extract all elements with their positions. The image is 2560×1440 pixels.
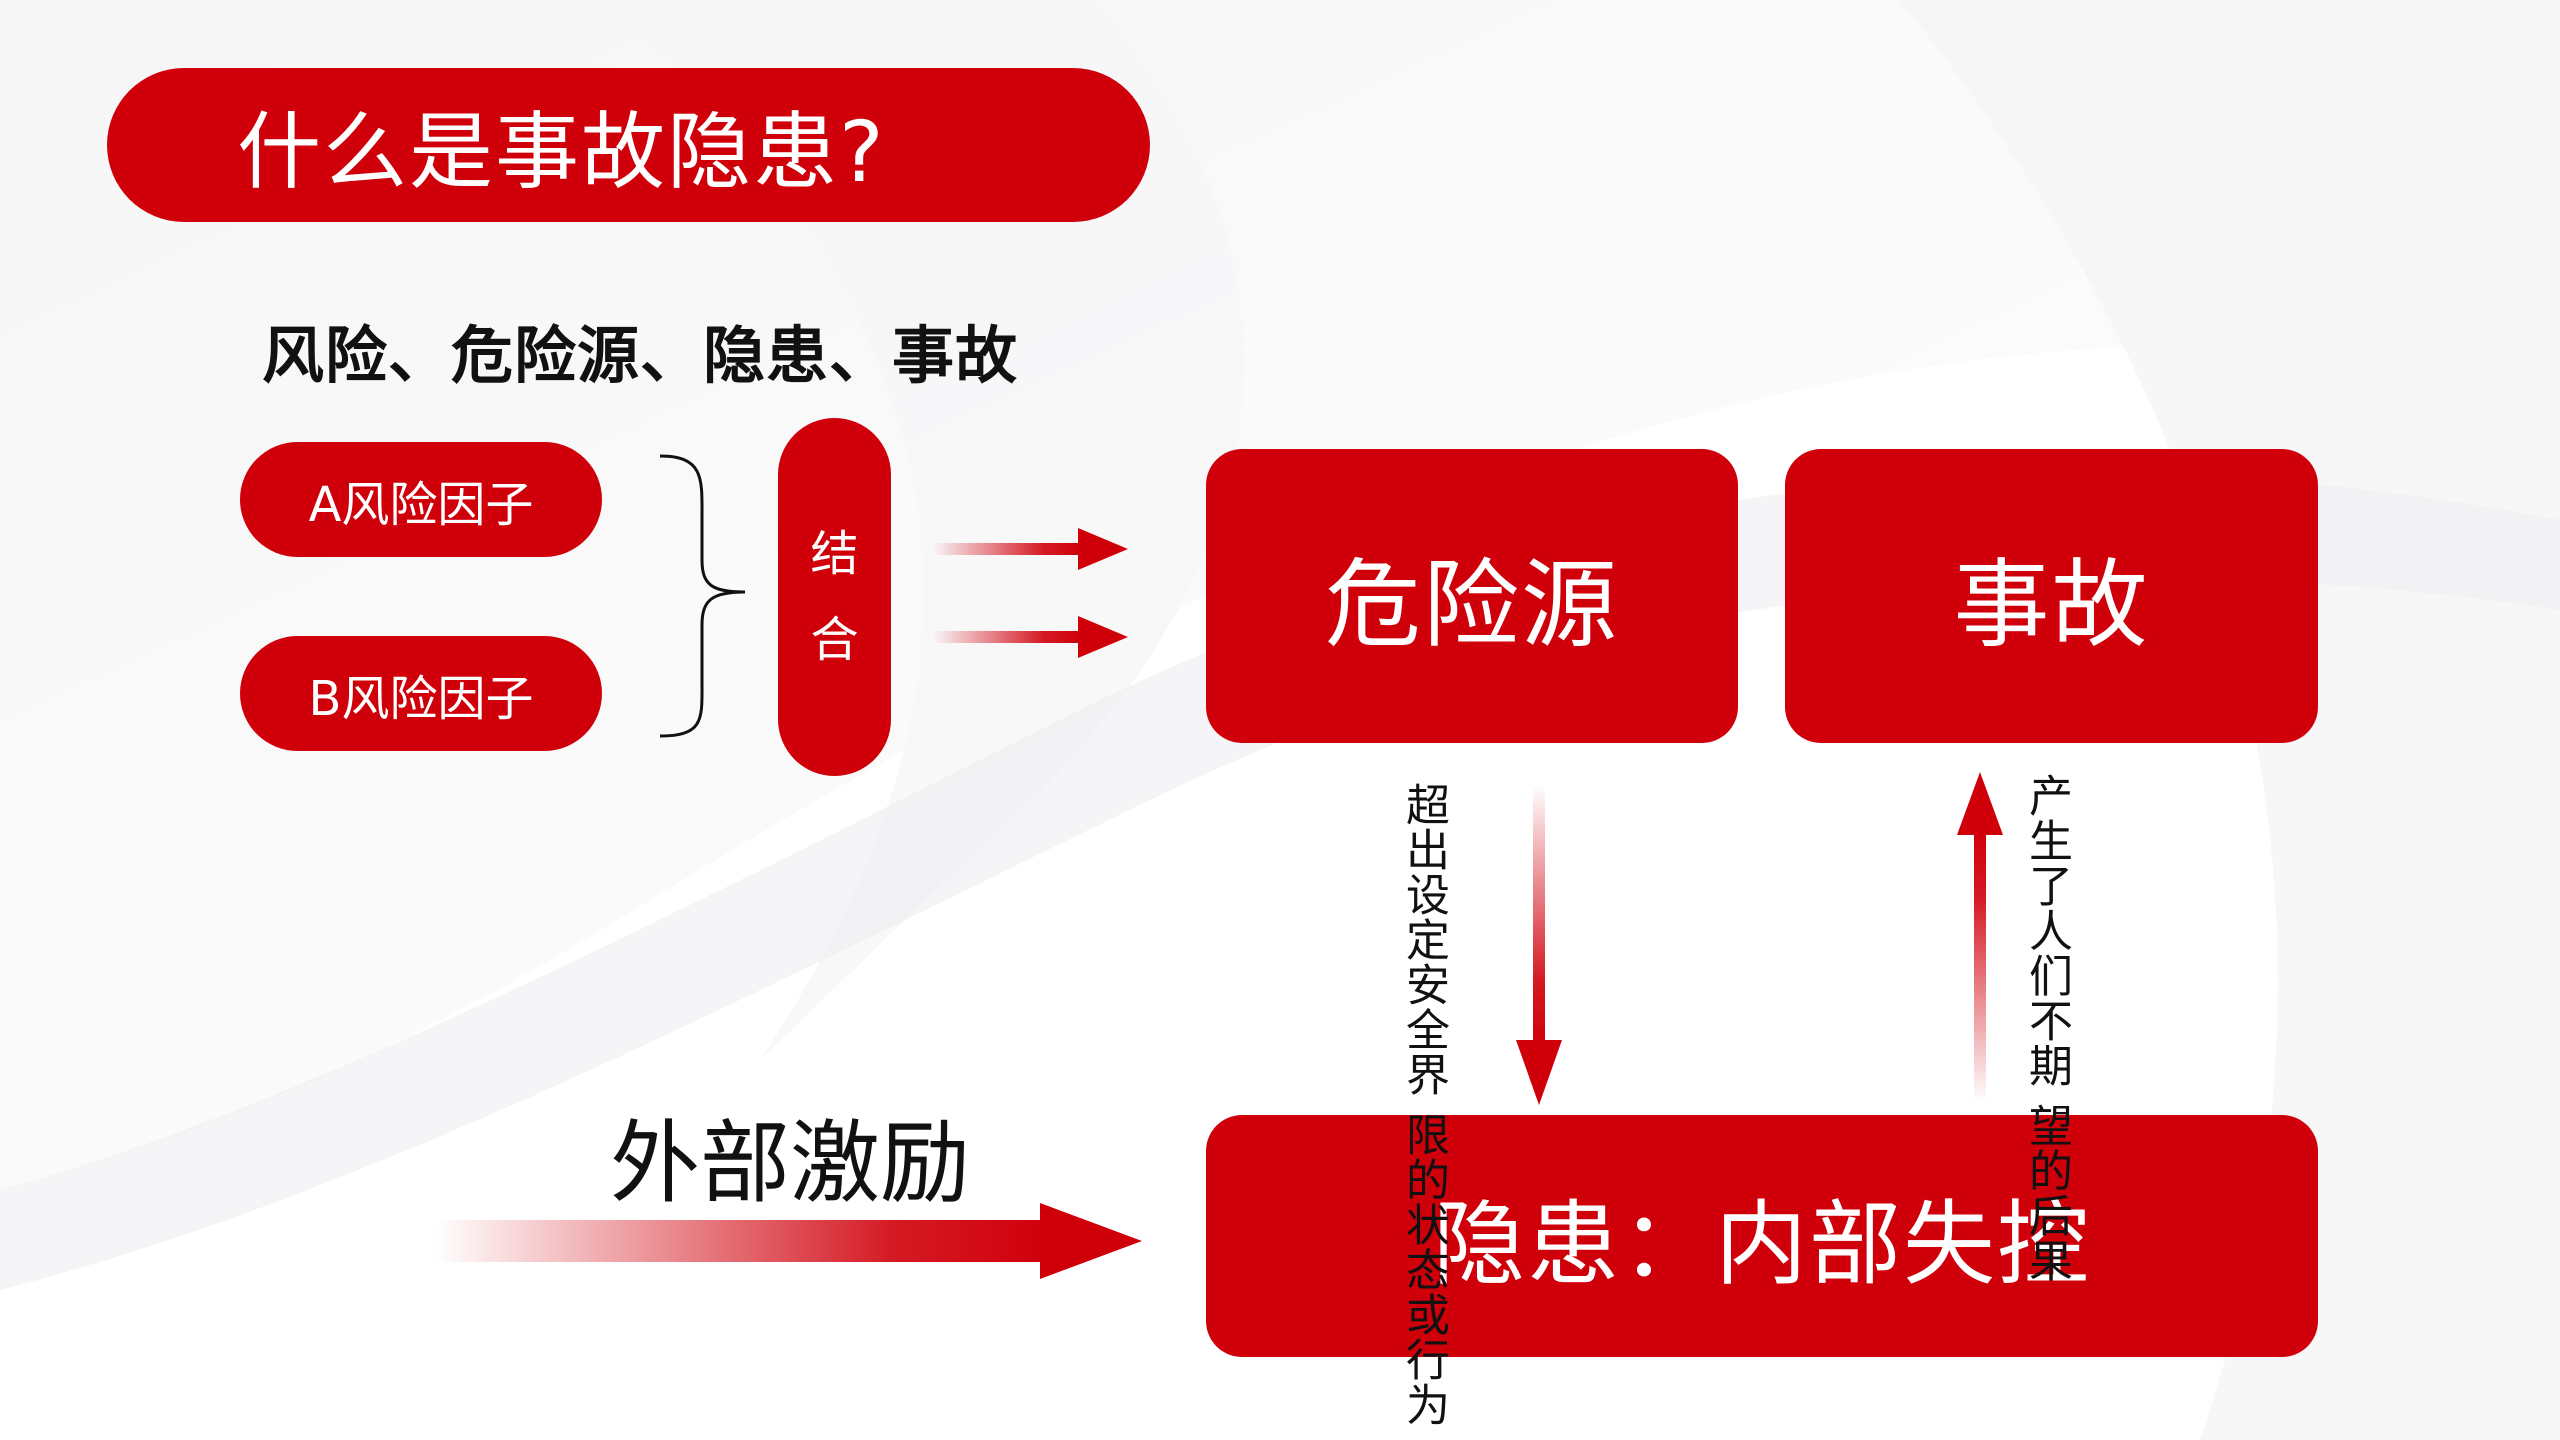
annotation-line: 望的后果 — [2021, 1103, 2072, 1283]
hidden-danger-label: 隐患：内部失控 — [1432, 1190, 2091, 1298]
hidden-to-accident-annotation: 产生了人们不期 望的后果 — [2021, 773, 2072, 1283]
arrow-right-icon — [932, 616, 1128, 658]
arrow-up-icon — [1957, 772, 2003, 1102]
combine-label-1: 结 — [810, 526, 859, 582]
combine-node: 结 合 — [778, 418, 891, 776]
combine-label-2: 合 — [810, 612, 859, 668]
annotation-line: 限的状态或行为 — [1398, 1112, 1449, 1427]
hazard-label: 危险源 — [1325, 548, 1619, 661]
external-stimulus-label: 外部激励 — [610, 1111, 970, 1216]
hidden-danger-box: 隐患：内部失控 — [1206, 1115, 2318, 1357]
arrow-down-icon — [1516, 785, 1562, 1105]
risk-factor-b: B风险因子 — [240, 636, 602, 751]
hazard-to-hidden-annotation: 超出设定安全界 限的状态或行为 — [1398, 782, 1449, 1427]
accident-box: 事故 — [1785, 449, 2318, 743]
page-title-text: 什么是事故隐患? — [237, 102, 886, 201]
right-brace-icon — [659, 454, 746, 738]
risk-factor-a: A风险因子 — [240, 442, 602, 557]
annotation-line: 超出设定安全界 — [1398, 782, 1449, 1097]
risk-factor-b-label: B风险因子 — [308, 670, 534, 727]
annotation-line: 产生了人们不期 — [2021, 773, 2072, 1088]
accident-label: 事故 — [1953, 548, 2150, 661]
subtitle: 风险、危险源、隐患、事故 — [262, 319, 1019, 392]
hazard-box: 危险源 — [1206, 449, 1738, 743]
page-title: 什么是事故隐患? — [107, 68, 1150, 222]
arrow-right-icon — [435, 1203, 1142, 1279]
arrow-right-icon — [932, 528, 1128, 570]
risk-factor-a-label: A风险因子 — [308, 476, 534, 533]
